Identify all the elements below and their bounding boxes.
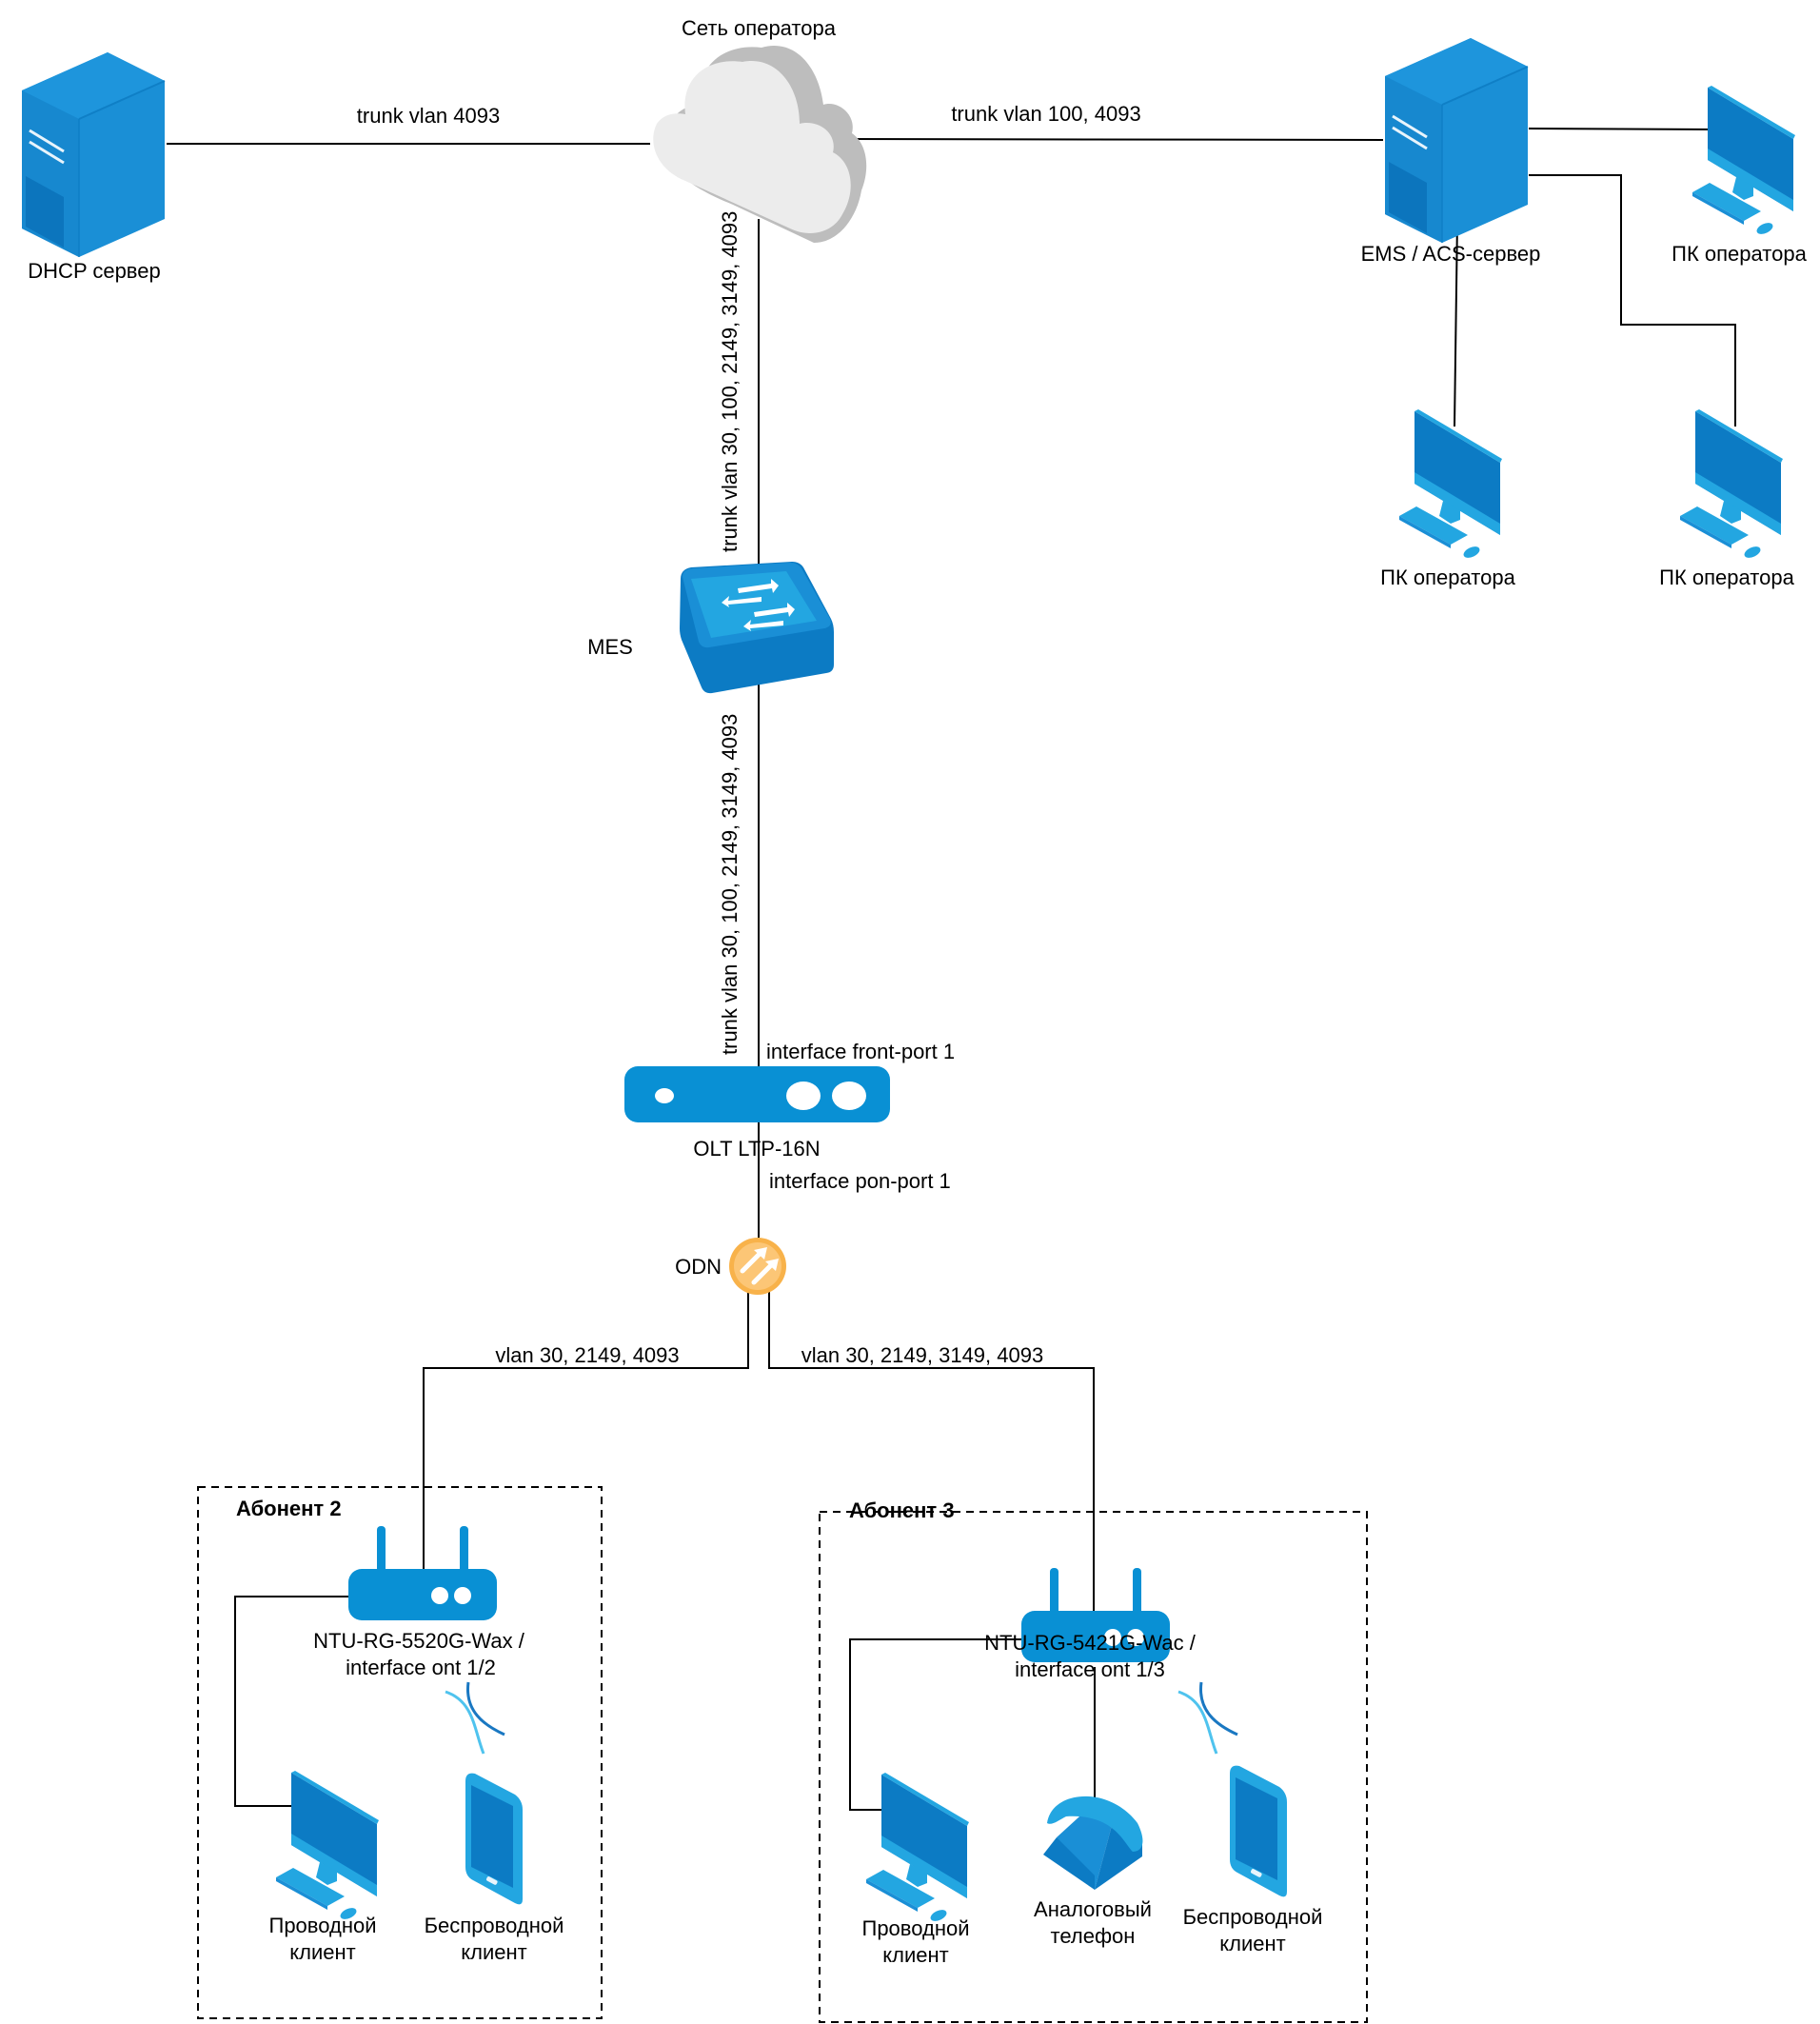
cloud-label: Сеть оператора <box>682 16 837 40</box>
mes-switch[interactable]: MES <box>587 562 834 694</box>
analog-phone-label-line2: телефон <box>1051 1924 1136 1948</box>
analog-phone-icon <box>1043 1796 1143 1890</box>
odn-splitter[interactable]: ODN <box>675 1238 786 1295</box>
ont-3-label-line1: NTU-RG-5421G-Wac / <box>984 1631 1197 1655</box>
operator-pc-1[interactable]: ПК оператора <box>1672 86 1808 266</box>
cloud-icon <box>653 46 867 243</box>
wired-client-2-label-line1: Проводной <box>269 1914 377 1937</box>
wired-client-2-label-line2: клиент <box>289 1940 355 1964</box>
wireless-signal-icon <box>1177 1680 1239 1756</box>
link-label-odn-ab3: vlan 30, 2149, 3149, 4093 <box>801 1343 1043 1367</box>
subscriber-2-box <box>197 1486 603 2019</box>
wireless-signal-icon <box>444 1680 506 1756</box>
wire-ont2-pc <box>234 1596 348 1807</box>
ems-server-label: EMS / ACS-сервер <box>1361 242 1541 266</box>
subscriber-3-box <box>819 1511 1368 2023</box>
mobile-phone-icon <box>465 1773 523 1905</box>
desktop-pc-icon <box>866 1773 969 1924</box>
ont-3-label-line2: interface ont 1/3 <box>1015 1657 1165 1681</box>
splitter-icon <box>729 1238 786 1295</box>
server-icon <box>20 50 167 259</box>
ont-2-label-line2: interface ont 1/2 <box>346 1656 496 1679</box>
wired-client-3-label-line2: клиент <box>882 1943 948 1967</box>
olt-pon-port-label: interface pon-port 1 <box>769 1169 951 1193</box>
server-icon <box>1383 36 1530 245</box>
olt-label: OLT LTP-16N <box>693 1137 820 1161</box>
operator-pc-3-label: ПК оператора <box>1659 566 1794 589</box>
wireless-client-3[interactable]: Беспроводной клиент <box>1183 1765 1323 1955</box>
wire-ems-pc2 <box>1454 218 1458 427</box>
analog-phone[interactable]: Аналоговый телефон <box>1034 1796 1152 1948</box>
olt-device[interactable]: OLT LTP-16N <box>624 1066 890 1161</box>
dhcp-server[interactable]: DHCP сервер <box>20 50 167 283</box>
subscriber-2-title: Абонент 2 <box>236 1497 342 1520</box>
link-label-mes-olt: trunk vlan 30, 100, 2149, 3149, 4093 <box>718 714 742 1055</box>
ems-acs-server[interactable]: EMS / ACS-сервер <box>1361 36 1541 266</box>
wired-client-3-label-line1: Проводной <box>862 1916 970 1940</box>
desktop-pc-icon <box>1680 409 1783 561</box>
wireless-client-3-label-line1: Беспроводной <box>1183 1905 1323 1929</box>
wireless-client-3-label-line2: клиент <box>1219 1932 1285 1955</box>
link-label-odn-ab2: vlan 30, 2149, 4093 <box>495 1343 679 1367</box>
operator-pc-3[interactable]: ПК оператора <box>1659 409 1795 589</box>
odn-label: ODN <box>675 1255 722 1279</box>
link-label-cloud-mes: trunk vlan 30, 100, 2149, 3149, 4093 <box>718 211 742 552</box>
subscriber-2: Абонент 2 NTU-RG-5520G-Wax / interface o… <box>236 1497 564 1964</box>
olt-icon <box>624 1066 890 1122</box>
wireless-client-2[interactable]: Беспроводной клиент <box>425 1773 564 1964</box>
olt-front-port-label: interface front-port 1 <box>766 1040 955 1063</box>
wired-client-2[interactable]: Проводной клиент <box>269 1771 380 1964</box>
wire-odn-ab3 <box>768 1290 1095 1612</box>
wired-client-3[interactable]: Проводной клиент <box>862 1773 970 1967</box>
desktop-pc-icon <box>1399 409 1502 561</box>
ont-subscriber-3[interactable]: NTU-RG-5421G-Wac / interface ont 1/3 <box>984 1568 1197 1681</box>
dhcp-server-label: DHCP сервер <box>28 259 160 283</box>
wire-odn-ab2 <box>423 1290 749 1573</box>
ont-subscriber-2[interactable]: NTU-RG-5520G-Wax / interface ont 1/2 <box>313 1526 525 1679</box>
wireless-client-2-label-line2: клиент <box>461 1940 526 1964</box>
ont-2-label-line1: NTU-RG-5520G-Wax / <box>313 1629 525 1653</box>
link-label-cloud-ems: trunk vlan 100, 4093 <box>951 102 1140 126</box>
operator-pc-2[interactable]: ПК оператора <box>1380 409 1516 589</box>
switch-icon <box>680 562 834 694</box>
operator-pc-1-label: ПК оператора <box>1672 242 1807 266</box>
operator-pc-2-label: ПК оператора <box>1380 566 1515 589</box>
analog-phone-label-line1: Аналоговый <box>1034 1897 1152 1921</box>
wire-ems-pc3 <box>1529 174 1736 427</box>
operator-cloud[interactable]: Сеть оператора <box>653 16 867 243</box>
link-label-dhcp-cloud: trunk vlan 4093 <box>357 104 500 128</box>
mes-label: MES <box>587 635 633 659</box>
subscriber-3: Абонент 3 NTU-RG-5421G-Wac / interface o… <box>849 1498 1322 1967</box>
desktop-pc-icon <box>276 1771 379 1922</box>
wire-cloud-ems <box>843 138 1384 141</box>
wireless-client-2-label-line1: Беспроводной <box>425 1914 564 1937</box>
wire-ont3-pc <box>849 1638 1021 1811</box>
subscriber-3-title: Абонент 3 <box>849 1498 955 1522</box>
mobile-phone-icon <box>1230 1765 1287 1897</box>
wires <box>167 128 1736 1811</box>
desktop-pc-icon <box>1692 86 1795 237</box>
